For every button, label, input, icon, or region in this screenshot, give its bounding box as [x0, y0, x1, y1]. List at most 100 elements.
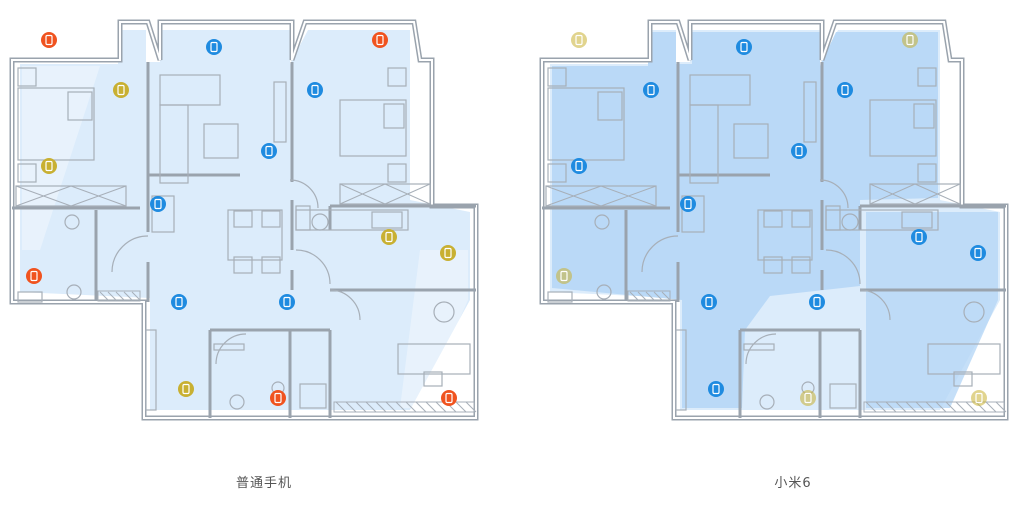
signal-marker-strong: [809, 294, 825, 310]
door: [111, 235, 149, 273]
signal-marker-weak: [41, 158, 57, 174]
door: [819, 179, 849, 209]
signal-dot: [902, 32, 918, 48]
signal-dot: [113, 82, 129, 98]
signal-marker-strong: [307, 82, 323, 98]
fixture: [594, 214, 610, 230]
door: [215, 333, 247, 365]
furniture: [917, 163, 937, 183]
furniture: [869, 99, 937, 157]
window-hatch: [375, 401, 387, 413]
window-hatch: [629, 291, 639, 301]
phone-icon: [560, 270, 568, 282]
chair: [233, 210, 253, 228]
window-hatch: [435, 401, 447, 413]
window-frame: [97, 290, 141, 302]
furniture: [159, 104, 189, 184]
signal-marker-weak: [113, 82, 129, 98]
fixture: [596, 284, 612, 300]
signal-dot: [279, 294, 295, 310]
signal-dot: [643, 82, 659, 98]
signal-marker-strong: [171, 294, 187, 310]
furniture: [917, 67, 937, 87]
window-hatch: [661, 291, 671, 301]
door: [641, 235, 679, 273]
door: [329, 289, 361, 321]
chair: [763, 256, 783, 274]
cabinet-mark: [914, 183, 961, 205]
furniture: [159, 74, 221, 106]
fixture: [64, 214, 80, 230]
phone-icon: [30, 270, 38, 282]
signal-marker-strong: [571, 158, 587, 174]
furniture: [387, 163, 407, 183]
furniture: [675, 329, 687, 411]
window-hatch: [345, 401, 357, 413]
coverage-area: [20, 30, 470, 410]
furniture: [151, 195, 175, 233]
coverage-gap: [22, 66, 100, 250]
signal-dot: [791, 143, 807, 159]
phone-icon: [974, 247, 982, 259]
furniture: [829, 383, 857, 409]
chair: [763, 210, 783, 228]
window-hatch: [865, 401, 877, 413]
furniture: [547, 67, 567, 87]
signal-dot: [26, 268, 42, 284]
caption-ordinary-phone: 普通手机: [235, 476, 293, 491]
window-hatch: [107, 291, 117, 301]
signal-dot: [440, 245, 456, 261]
phone-icon: [444, 247, 452, 259]
window-hatch: [645, 291, 655, 301]
window-hatch: [875, 401, 887, 413]
signal-dot: [556, 268, 572, 284]
cabinet-mark: [869, 183, 916, 205]
furniture: [145, 329, 157, 411]
coverage-area-strong: [866, 212, 998, 408]
signal-marker-weak: [902, 32, 918, 48]
signal-dot: [736, 39, 752, 55]
signal-dot: [206, 39, 222, 55]
signal-marker-strong: [911, 229, 927, 245]
phone-icon: [575, 160, 583, 172]
window-frame: [333, 401, 475, 413]
phone-icon: [283, 296, 291, 308]
signal-marker-strong: [837, 82, 853, 98]
furniture: [901, 211, 933, 229]
signal-marker-weak: [971, 390, 987, 406]
phone-icon: [975, 392, 983, 404]
signal-marker-none: [26, 268, 42, 284]
signal-dot: [270, 390, 286, 406]
door: [825, 249, 861, 285]
chair: [791, 210, 811, 228]
signal-dot: [171, 294, 187, 310]
signal-dot: [800, 390, 816, 406]
furniture: [927, 343, 1001, 375]
signal-marker-weak: [556, 268, 572, 284]
floor-plan-mi6: [539, 19, 1009, 421]
cabinet-mark: [384, 183, 431, 205]
window-frame: [627, 290, 671, 302]
furniture: [953, 371, 973, 387]
furniture: [213, 343, 245, 351]
window-hatch: [985, 401, 997, 413]
signal-dot: [701, 294, 717, 310]
furniture: [689, 104, 719, 184]
fixture: [759, 394, 775, 410]
furniture: [733, 123, 769, 159]
cabinet-mark: [15, 185, 72, 207]
signal-marker-strong: [701, 294, 717, 310]
window-hatch: [935, 401, 947, 413]
signal-marker-weak: [178, 381, 194, 397]
furniture: [597, 91, 623, 121]
fixture: [841, 213, 859, 231]
furniture: [397, 343, 471, 375]
furniture: [423, 371, 443, 387]
floor-plan-ordinary-phone: [9, 19, 479, 421]
door: [295, 249, 331, 285]
furniture: [383, 103, 405, 129]
phone-icon: [45, 160, 53, 172]
furniture: [387, 67, 407, 87]
window-hatch: [115, 291, 125, 301]
furniture: [547, 87, 625, 161]
